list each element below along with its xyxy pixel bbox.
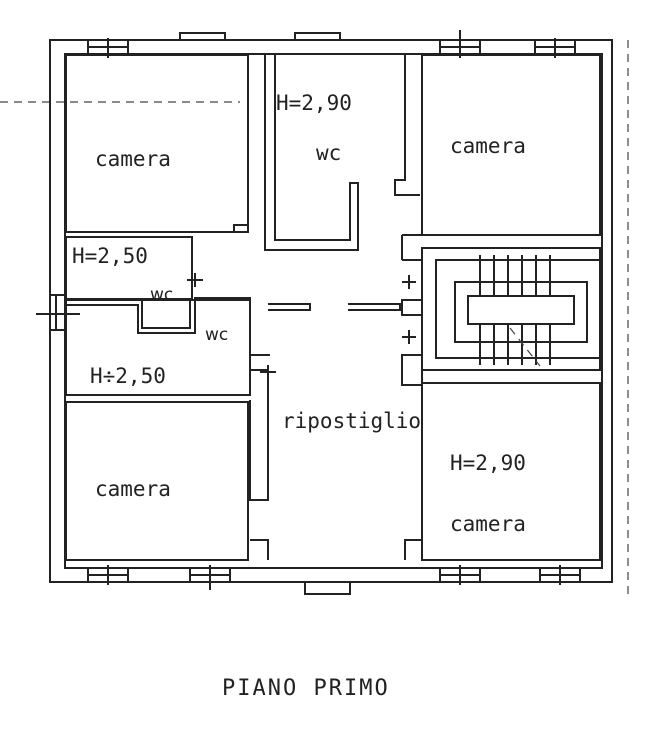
room-height-label: H=2,90 bbox=[450, 451, 526, 475]
room-label-camera: camera bbox=[95, 477, 171, 501]
room-label-camera: camera bbox=[450, 512, 526, 536]
room-height-label: H÷2,50 bbox=[90, 364, 166, 388]
plan-title: PIANO PRIMO bbox=[222, 676, 390, 701]
room-height-label: H=2,90 bbox=[276, 91, 352, 115]
room-label-ripostiglio: ripostiglio bbox=[282, 409, 421, 433]
room-label-camera: camera bbox=[95, 147, 171, 171]
room-label-wc: wc bbox=[150, 285, 173, 305]
room-label-camera: camera bbox=[450, 134, 526, 158]
walls bbox=[36, 30, 613, 595]
room-label-wc: wc bbox=[205, 325, 228, 345]
room-height-label: H=2,50 bbox=[72, 244, 148, 268]
room-label-wc: wc bbox=[316, 141, 341, 165]
